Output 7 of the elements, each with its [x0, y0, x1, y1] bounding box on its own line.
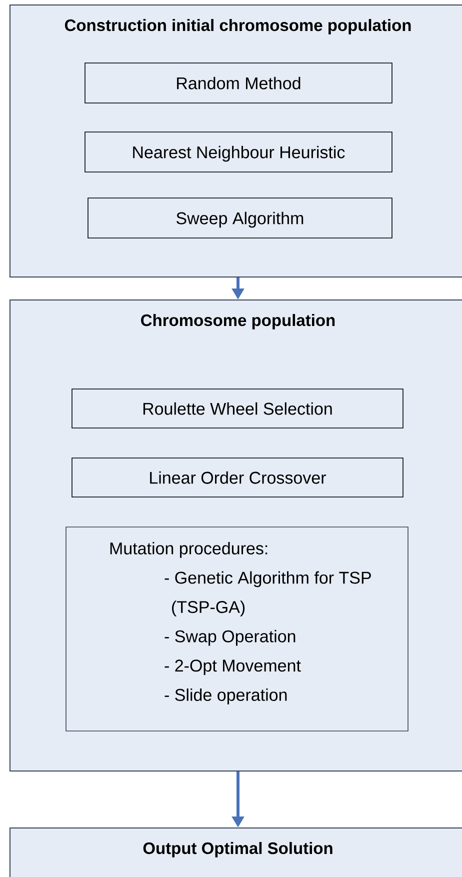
process-box: Roulette Wheel Selection — [72, 388, 404, 428]
process-box: Linear Order Crossover — [72, 458, 404, 498]
process-box: Random Method — [84, 62, 392, 104]
procedure-list-box: Mutation procedures: - Genetic Algorithm for TSP (TSP-GA) - Swap Operation - 2-Opt Movement - Slide operation — [66, 526, 408, 732]
process-box: Nearest Neighbour Heuristic — [84, 132, 392, 172]
process-box: Sweep Algorithm — [88, 198, 392, 238]
stage-panel: Output Optimal Solution — [10, 828, 462, 877]
